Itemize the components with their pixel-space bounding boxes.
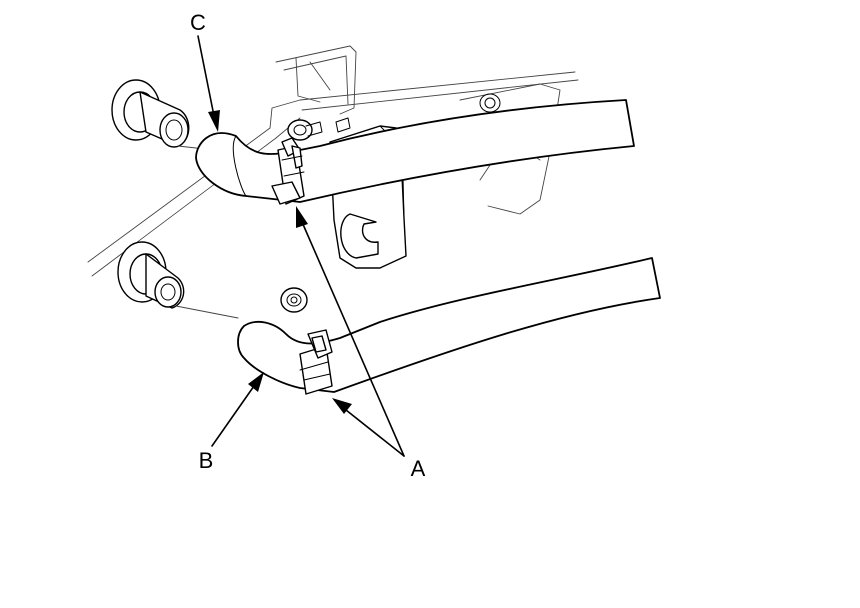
hose-clamp-upper (271, 137, 305, 205)
pipe-lower (117, 241, 239, 319)
leader-a-upper (301, 221, 405, 457)
arrowhead-b (248, 372, 264, 392)
arrowhead-a-upper (296, 206, 308, 228)
pipe-upper (111, 79, 215, 151)
callout-label-c: C (190, 10, 206, 35)
callout-label-b: B (199, 448, 214, 473)
arrowhead-c (208, 110, 220, 132)
panel-bolt (280, 287, 308, 313)
hose-b (237, 257, 661, 393)
hose-c (195, 99, 635, 203)
callout-leaders (197, 35, 405, 457)
leader-c (197, 35, 215, 117)
hose-clamp-lower (299, 329, 333, 395)
leader-b (211, 385, 255, 447)
mounting-stud (287, 117, 351, 141)
arrowhead-a-lower (332, 398, 352, 414)
callout-label-a: A (411, 456, 426, 481)
leader-a-lower (345, 409, 405, 457)
